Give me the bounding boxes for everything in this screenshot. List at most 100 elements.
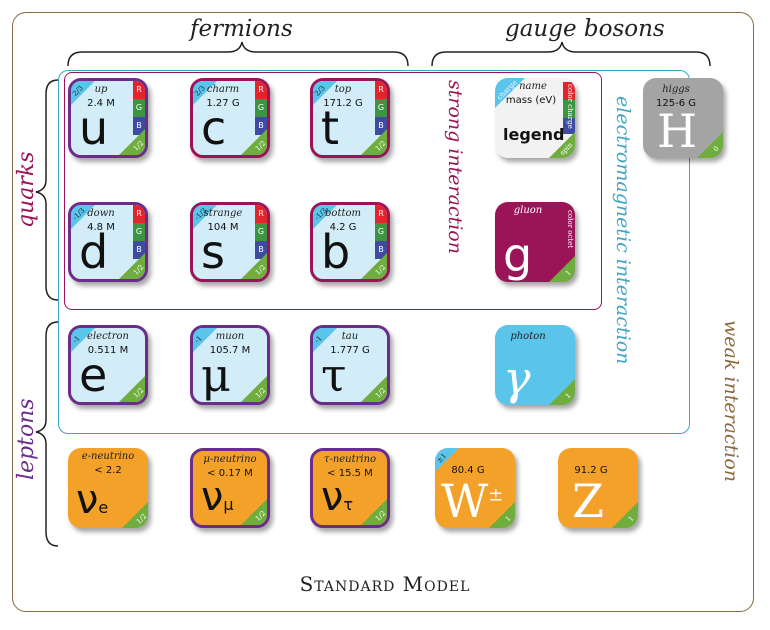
quark-color-r: R xyxy=(375,81,387,99)
neutrino-name: e-neutrino xyxy=(81,451,135,462)
neutrino-nu: ν xyxy=(76,477,99,523)
neutrino-mass: < 0.17 M xyxy=(207,468,253,479)
quark-color-b: B xyxy=(255,117,267,135)
higgs-name: higgs xyxy=(662,84,690,95)
w-mass: 80.4 G xyxy=(451,465,485,476)
quark-symbol: u xyxy=(79,101,109,155)
quark-symbol: d xyxy=(79,225,109,279)
lepton-name: tau xyxy=(341,331,359,342)
quark-color-b: B xyxy=(255,241,267,259)
quark-color-r: R xyxy=(133,81,145,99)
quark-mass: 1.27 G xyxy=(206,98,240,109)
weak-interaction-box xyxy=(58,70,690,434)
quark-mass: 2.4 M xyxy=(87,98,115,109)
lepton-mass: 0.511 M xyxy=(87,345,129,356)
z-symbol: Z xyxy=(572,474,604,528)
legend-tile: charge name mass (eV) color charge legen… xyxy=(495,78,575,158)
w-symbol: W± xyxy=(441,478,503,524)
quark-name: strange xyxy=(203,208,243,219)
quark-color-g: G xyxy=(375,223,387,241)
legend-color-g xyxy=(563,100,575,118)
legend-name-text: name xyxy=(519,81,547,92)
neutrino-name: τ-neutrino xyxy=(323,454,377,465)
strong-interaction-label: strong interaction xyxy=(444,80,466,254)
lepton-mass: 105.7 M xyxy=(209,345,251,356)
z-spin-corner xyxy=(612,502,638,528)
z-boson-tile: 91.2 G Z 1 xyxy=(558,448,638,528)
photon-symbol: γ xyxy=(503,351,531,405)
fermions-brace xyxy=(67,41,409,67)
gluon-spin-corner xyxy=(549,256,575,282)
photon-name: photon xyxy=(510,331,546,342)
quark-name: down xyxy=(87,208,115,219)
footer-title: Standard Model xyxy=(299,572,471,596)
quark-color-r: R xyxy=(255,205,267,223)
lepton-mass: 1.777 G xyxy=(330,345,370,356)
legend-color-charge-text: color charge xyxy=(566,84,574,129)
gluon-symbol: g xyxy=(503,228,533,282)
higgs-tile: higgs 125-6 G H 0 xyxy=(643,78,723,158)
lepton-symbol: e xyxy=(79,348,108,402)
diagram-frame xyxy=(12,12,754,612)
higgs-symbol: H xyxy=(657,104,698,158)
quark-color-r: R xyxy=(375,205,387,223)
quark-color-r: R xyxy=(133,205,145,223)
neutrino-name: μ-neutrino xyxy=(203,454,257,465)
strong-interaction-box xyxy=(64,72,602,310)
quark-color-g: G xyxy=(133,99,145,117)
quark-mass: 4.8 M xyxy=(87,222,115,233)
quark-color-g: G xyxy=(255,99,267,117)
higgs-spin-corner xyxy=(697,132,723,158)
higgs-mass: 125-6 G xyxy=(656,98,696,109)
w-symbol-letter: W xyxy=(441,474,489,528)
quark-mass: 104 M xyxy=(207,222,239,233)
leptons-label: leptons xyxy=(14,398,39,480)
quarks-label: quarks xyxy=(14,151,39,228)
quark-mass: 171.2 G xyxy=(323,98,363,109)
gauge-bosons-brace xyxy=(431,41,711,67)
quark-color-b: B xyxy=(375,117,387,135)
quark-color-g: G xyxy=(133,223,145,241)
neutrino-nu: ν xyxy=(321,474,344,520)
gluon-name: gluon xyxy=(513,205,543,216)
quarks-brace xyxy=(35,79,59,301)
quark-name: top xyxy=(334,84,352,95)
lepton-symbol: μ xyxy=(201,348,231,402)
neutrino-mass: < 15.5 M xyxy=(327,468,373,479)
legend-title: legend xyxy=(503,125,565,144)
legend-color-r xyxy=(563,82,575,100)
quark-name: charm xyxy=(206,84,240,95)
quark-mass: 4.2 G xyxy=(329,222,357,233)
gluon-tile: gluon color octet g 1 xyxy=(495,202,575,282)
lepton-symbol: τ xyxy=(321,348,347,402)
quark-symbol: b xyxy=(321,225,351,279)
quark-color-g: G xyxy=(255,223,267,241)
lepton-name: electron xyxy=(87,331,129,342)
quark-color-b: B xyxy=(133,117,145,135)
neutrino-sub: e xyxy=(98,498,109,517)
quark-name: bottom xyxy=(325,208,361,219)
weak-interaction-label: weak interaction xyxy=(720,320,742,483)
neutrino-symbol: νe xyxy=(76,480,108,520)
gluon-color-octet: color octet xyxy=(566,210,574,249)
gauge-bosons-label: gauge bosons xyxy=(505,16,665,42)
leptons-brace xyxy=(35,321,59,547)
quark-color-b: B xyxy=(375,241,387,259)
neutrino-symbol: νμ xyxy=(201,477,234,517)
w-symbol-sup: ± xyxy=(488,484,504,506)
neutrino-sub: τ xyxy=(343,495,353,514)
w-boson-tile: ±1 80.4 G W± 1 xyxy=(435,448,515,528)
photon-spin-corner xyxy=(549,379,575,405)
neutrino-sub: μ xyxy=(223,495,234,514)
quark-color-r: R xyxy=(255,81,267,99)
